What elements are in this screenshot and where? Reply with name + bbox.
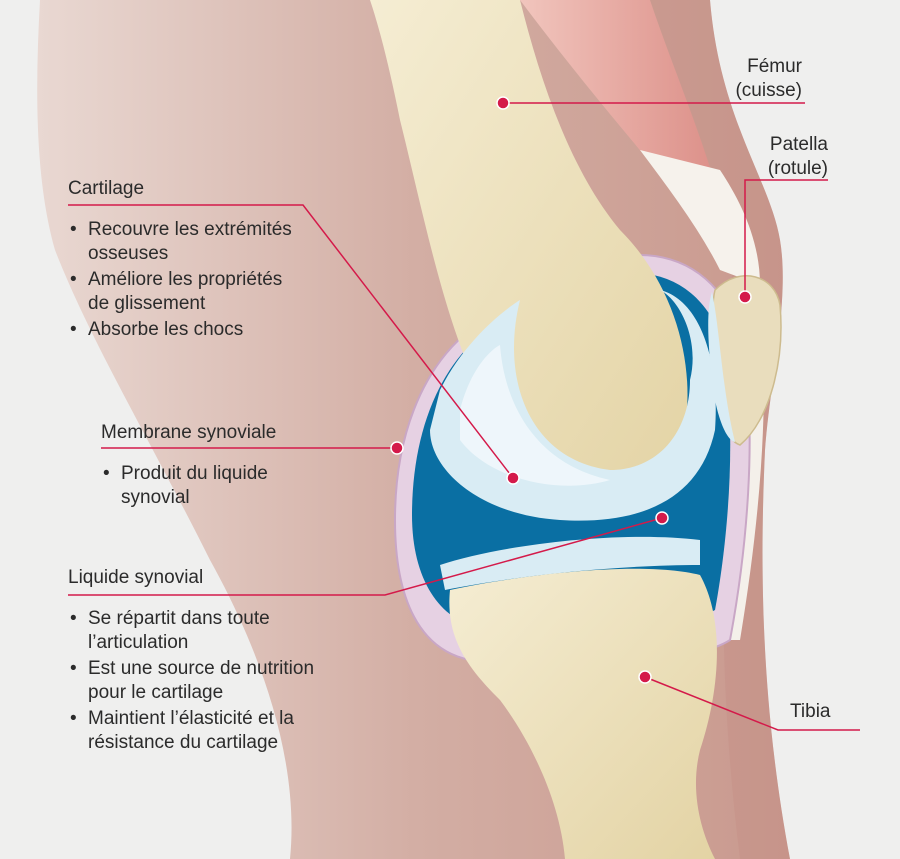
leader-liquide xyxy=(68,517,663,596)
liquide-point: Maintient l’élasticité et la résistance … xyxy=(70,707,314,755)
dot-patella xyxy=(738,290,752,304)
leader-cartilage xyxy=(68,204,514,479)
femoral-cartilage-highlight xyxy=(460,345,610,486)
tibial-cartilage xyxy=(440,536,700,590)
leg-skin-shadow xyxy=(640,0,790,859)
leader-dots xyxy=(390,96,752,684)
leader-tibia xyxy=(644,676,860,731)
leader-lines xyxy=(68,102,860,731)
dot-membrane xyxy=(390,441,404,455)
cartilage-point: Absorbe les chocs xyxy=(70,318,292,342)
membrane-points: Produit du liquide synovial xyxy=(103,462,268,512)
liquide-point: Est une source de nutrition pour le cart… xyxy=(70,657,314,705)
dot-femur xyxy=(496,96,510,110)
membrane-point: Produit du liquide synovial xyxy=(103,462,268,510)
leader-patella xyxy=(744,179,828,297)
patella-cartilage xyxy=(708,292,735,442)
quadriceps-tendon xyxy=(640,150,760,285)
label-tibia: Tibia xyxy=(790,701,831,722)
liquide-points: Se répartit dans toute l’articulationEst… xyxy=(70,607,314,757)
label-liquide: Liquide synovial xyxy=(68,567,204,588)
liquide-point: Se répartit dans toute l’articulation xyxy=(70,607,314,655)
label-patella: Patella (rotule) xyxy=(767,134,828,179)
label-membrane: Membrane synoviale xyxy=(101,422,277,443)
tibia-bone xyxy=(449,568,717,859)
cartilage-point: Améliore les propriétés de glissement xyxy=(70,268,292,316)
label-cartilage: Cartilage xyxy=(68,178,145,199)
label-femur: Fémur (cuisse) xyxy=(735,56,802,101)
cartilage-points: Recouvre les extrémités osseusesAméliore… xyxy=(70,218,292,344)
dot-liquide xyxy=(655,511,669,525)
dot-cartilage xyxy=(506,471,520,485)
femur-bone xyxy=(370,0,688,507)
dot-tibia xyxy=(638,670,652,684)
cartilage-point: Recouvre les extrémités osseuses xyxy=(70,218,292,266)
